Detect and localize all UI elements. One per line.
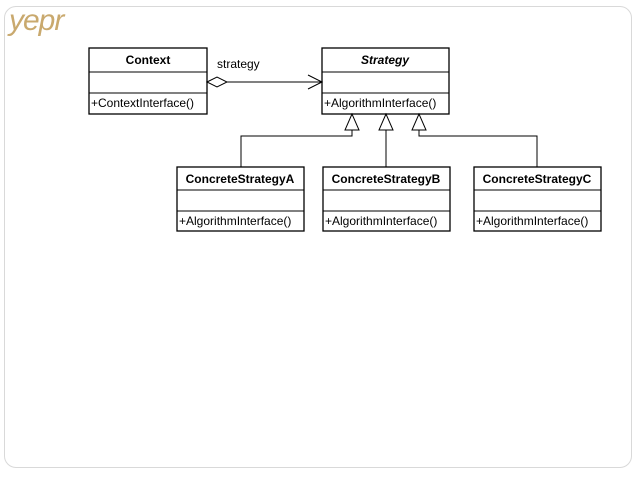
context-class-box <box>88 47 208 115</box>
concrete-strategy-c-class: ConcreteStrategyC +AlgorithmInterface() <box>473 166 602 232</box>
strategy-class-box <box>321 47 450 115</box>
context-class: Context +ContextInterface() <box>88 47 208 115</box>
strategy-operation: +AlgorithmInterface() <box>324 96 436 110</box>
aggregation-association: strategy <box>205 57 324 90</box>
context-operation: +ContextInterface() <box>91 96 194 110</box>
yepr-logo: yepr <box>9 4 64 37</box>
concrete-strategy-c-box <box>473 166 602 232</box>
association-arrowhead <box>307 74 324 90</box>
generalization-line-a <box>240 130 353 167</box>
concrete-strategy-a-operation: +AlgorithmInterface() <box>179 214 291 228</box>
generalization-lines <box>240 130 538 167</box>
generalization-triangles <box>344 112 427 131</box>
association-label: strategy <box>217 57 260 71</box>
concrete-strategy-a-class: ConcreteStrategyA +AlgorithmInterface() <box>176 166 305 232</box>
context-class-name: Context <box>126 53 171 67</box>
concrete-strategy-a-name: ConcreteStrategyA <box>186 172 295 186</box>
concrete-strategy-b-class: ConcreteStrategyB +AlgorithmInterface() <box>322 166 451 232</box>
concrete-strategy-b-box <box>322 166 451 232</box>
generalization-triangle-a <box>344 112 360 131</box>
concrete-strategy-b-name: ConcreteStrategyB <box>332 172 441 186</box>
generalization-triangle-b <box>378 112 394 131</box>
generalization-triangle-c <box>411 112 427 131</box>
strategy-class: Strategy +AlgorithmInterface() <box>321 47 450 115</box>
aggregation-diamond <box>205 76 229 88</box>
concrete-strategy-c-name: ConcreteStrategyC <box>483 172 592 186</box>
concrete-strategy-b-operation: +AlgorithmInterface() <box>325 214 437 228</box>
concrete-strategy-c-operation: +AlgorithmInterface() <box>476 214 588 228</box>
concrete-strategy-a-box <box>176 166 305 232</box>
generalization-line-c <box>418 130 538 167</box>
strategy-class-name: Strategy <box>361 53 410 67</box>
